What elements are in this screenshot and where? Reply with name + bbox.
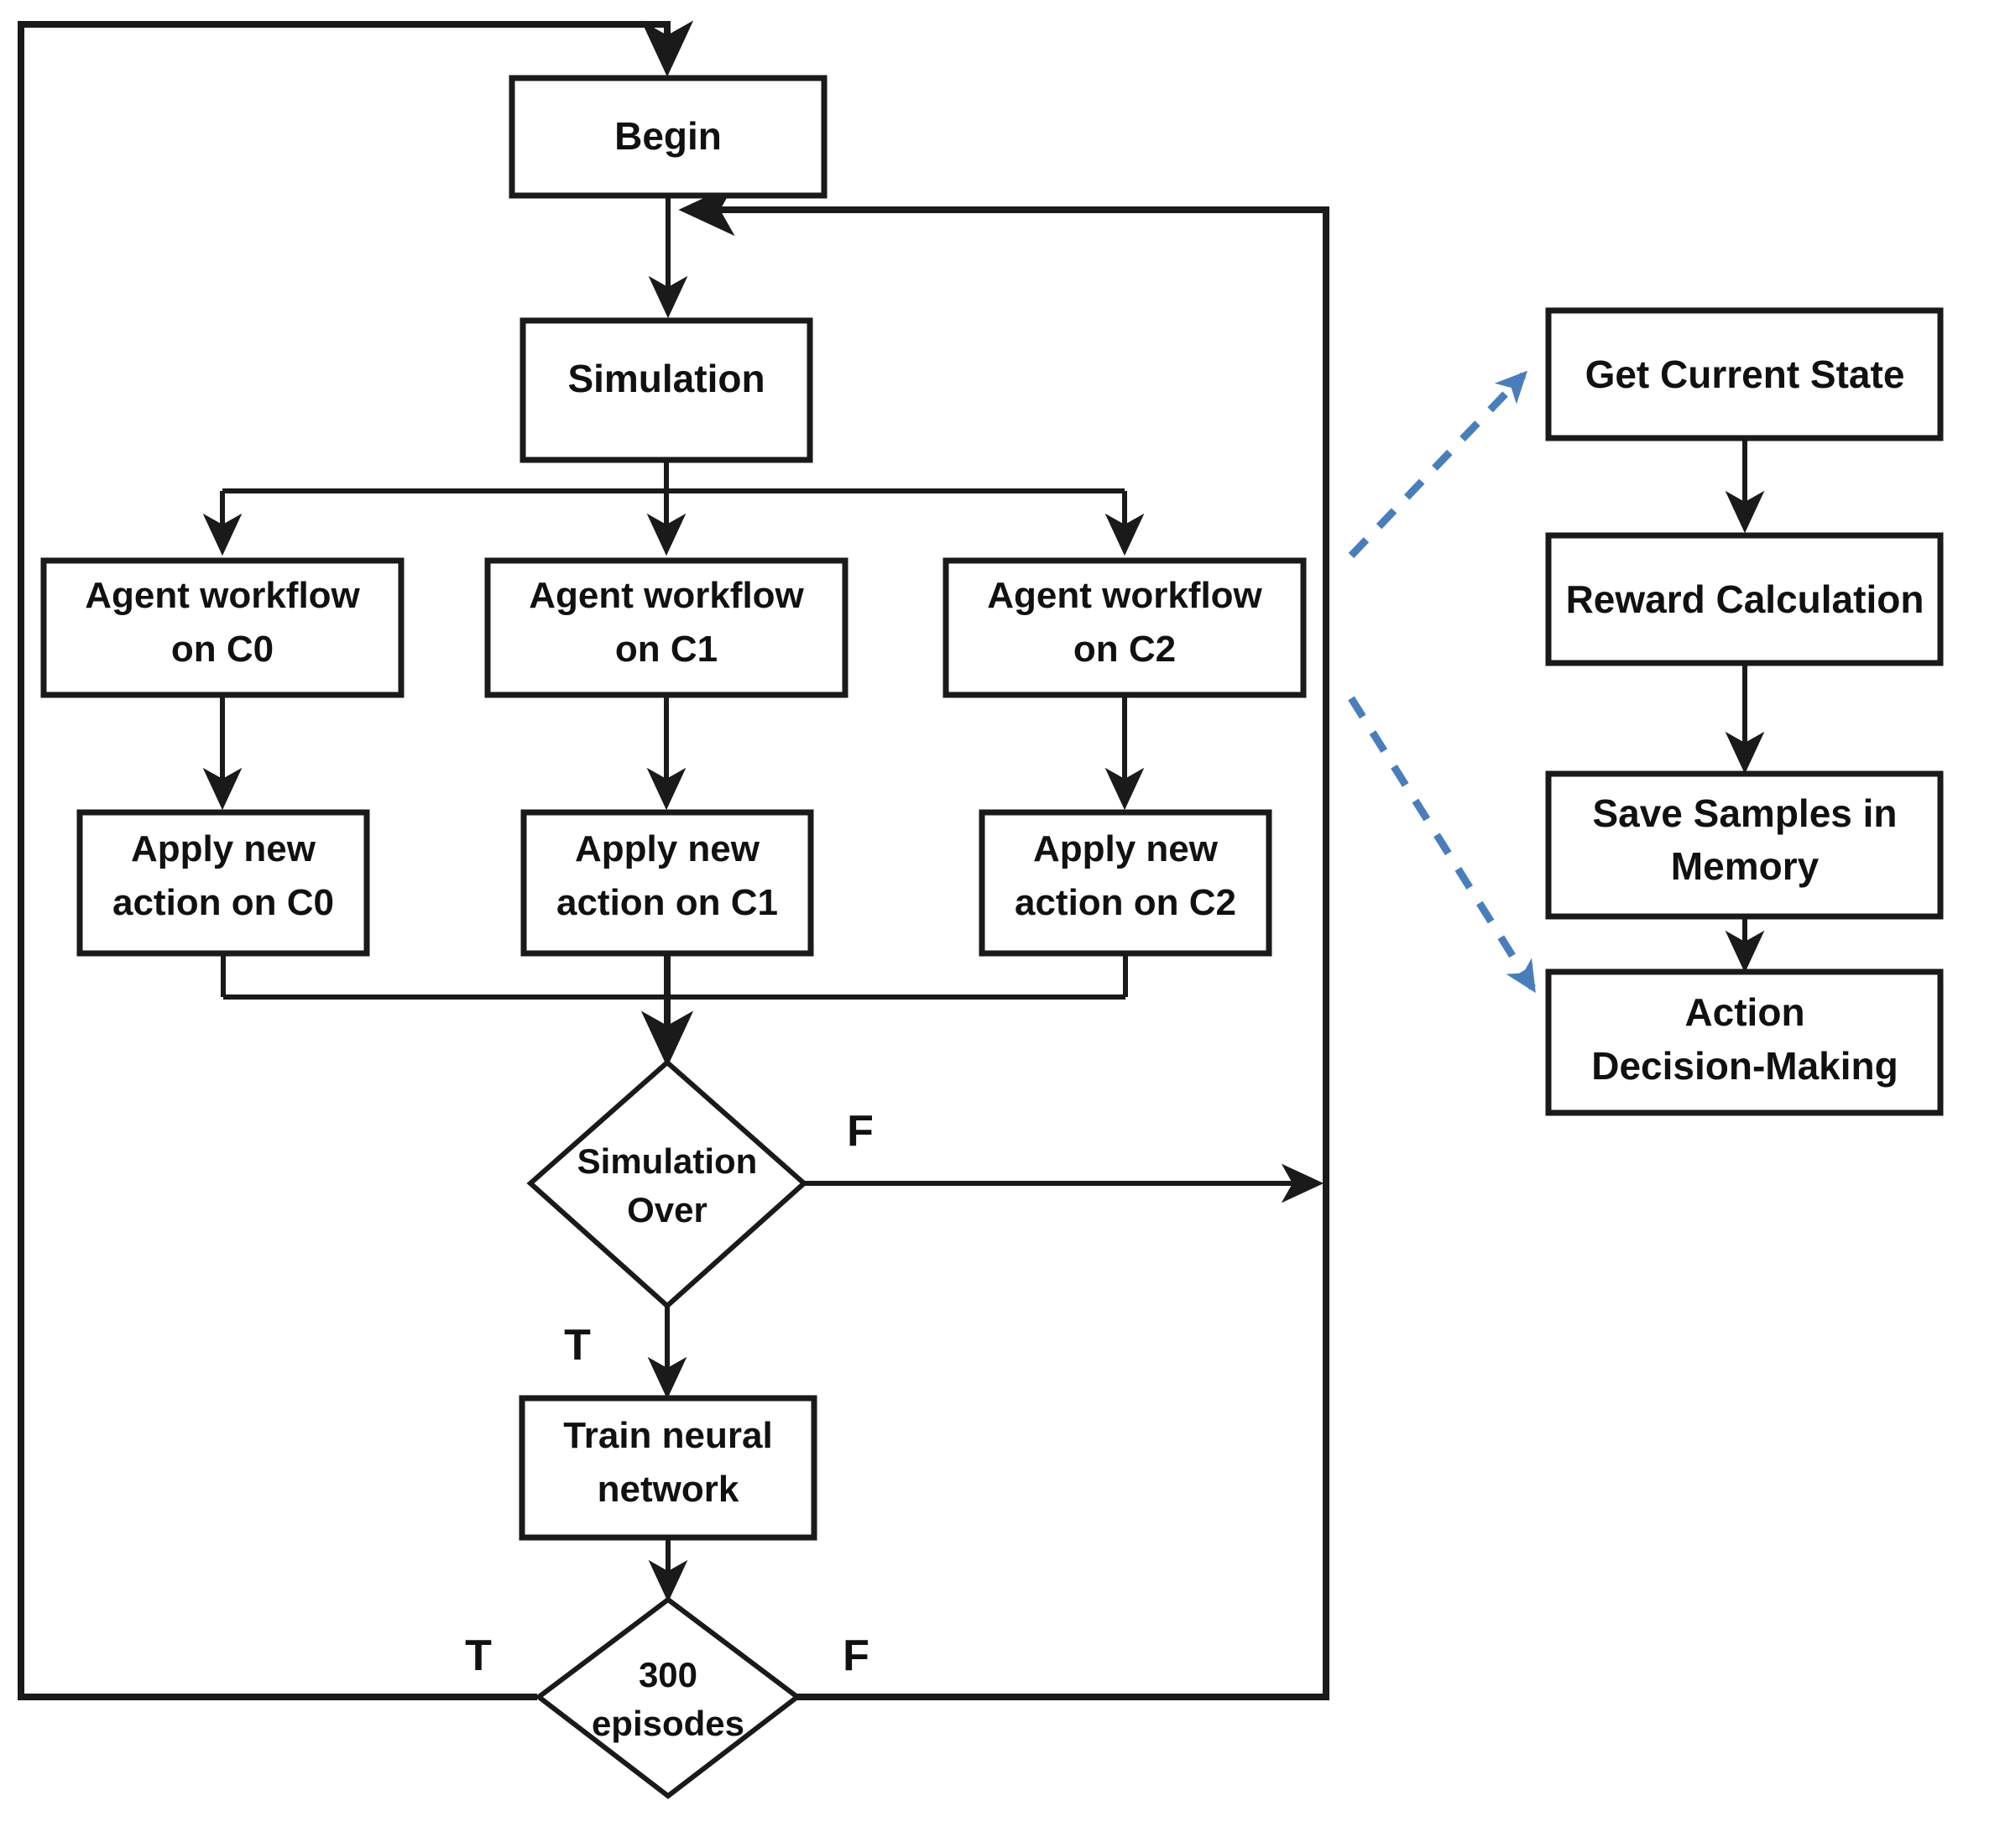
node-simulation-label: Simulation	[567, 357, 765, 400]
node-apply-action-c2-line2: action on C2	[1015, 882, 1236, 923]
edge-episodes-false-loopback	[678, 183, 1329, 1700]
node-agent-workflow-c2-line2: on C2	[1073, 629, 1176, 670]
node-save-samples-line1: Save Samples in	[1592, 791, 1897, 835]
label-episodes-false: F	[843, 1631, 869, 1680]
node-apply-action-c1-box	[520, 809, 814, 957]
node-apply-action-c0-line2: action on C0	[112, 882, 334, 923]
node-agent-workflow-c0-box	[40, 557, 405, 698]
node-reward-calculation-label: Reward Calculation	[1566, 577, 1924, 621]
node-apply-action-c1-line1: Apply new	[575, 828, 760, 869]
node-train-network-line1: Train neural	[563, 1415, 772, 1456]
node-apply-action-c0-box	[76, 809, 370, 957]
label-episodes-true: T	[465, 1631, 492, 1680]
node-simulation-over-line2: Over	[627, 1190, 707, 1229]
node-action-decision-box	[1545, 968, 1944, 1116]
edge-simulation-fanout	[202, 460, 1145, 556]
node-agent-workflow-c0-line1: Agent workflow	[85, 575, 360, 616]
node-action-decision-line2: Decision-Making	[1591, 1044, 1898, 1088]
node-begin-box	[509, 75, 828, 199]
node-simulation-over-line1: Simulation	[577, 1141, 758, 1181]
node-agent-workflow-c1-line2: on C1	[615, 629, 718, 670]
node-simulation-box	[520, 317, 813, 463]
edge-episodes-true-loopback	[18, 20, 694, 1700]
node-agent-workflow-c0-line2: on C0	[171, 629, 274, 670]
node-get-current-state-label: Get Current State	[1585, 352, 1905, 396]
node-300-episodes-diamond	[535, 1596, 801, 1799]
label-sim-over-true: T	[564, 1321, 591, 1370]
label-sim-over-false: F	[847, 1107, 874, 1156]
node-simulation-over-diamond	[526, 1058, 808, 1310]
node-apply-action-c1-line2: action on C1	[556, 882, 778, 923]
node-save-samples-line2: Memory	[1671, 844, 1820, 888]
node-apply-action-c0-line1: Apply new	[131, 828, 316, 869]
edge-apply-merge	[221, 953, 1128, 1068]
node-train-network-line2: network	[598, 1469, 739, 1510]
node-300-episodes-line1: 300	[639, 1655, 697, 1694]
node-action-decision-line1: Action	[1684, 990, 1804, 1034]
node-300-episodes-line2: episodes	[592, 1704, 744, 1743]
node-begin-label: Begin	[614, 114, 722, 158]
node-agent-workflow-c1-line1: Agent workflow	[529, 575, 804, 616]
callout-arrow-bottom	[1348, 696, 1536, 994]
node-save-samples-box	[1545, 770, 1944, 920]
node-agent-workflow-c2-line1: Agent workflow	[987, 575, 1262, 616]
callout-arrow-top	[1348, 370, 1527, 559]
node-apply-action-c2-box	[979, 809, 1272, 957]
node-apply-action-c2-line1: Apply new	[1033, 828, 1219, 869]
